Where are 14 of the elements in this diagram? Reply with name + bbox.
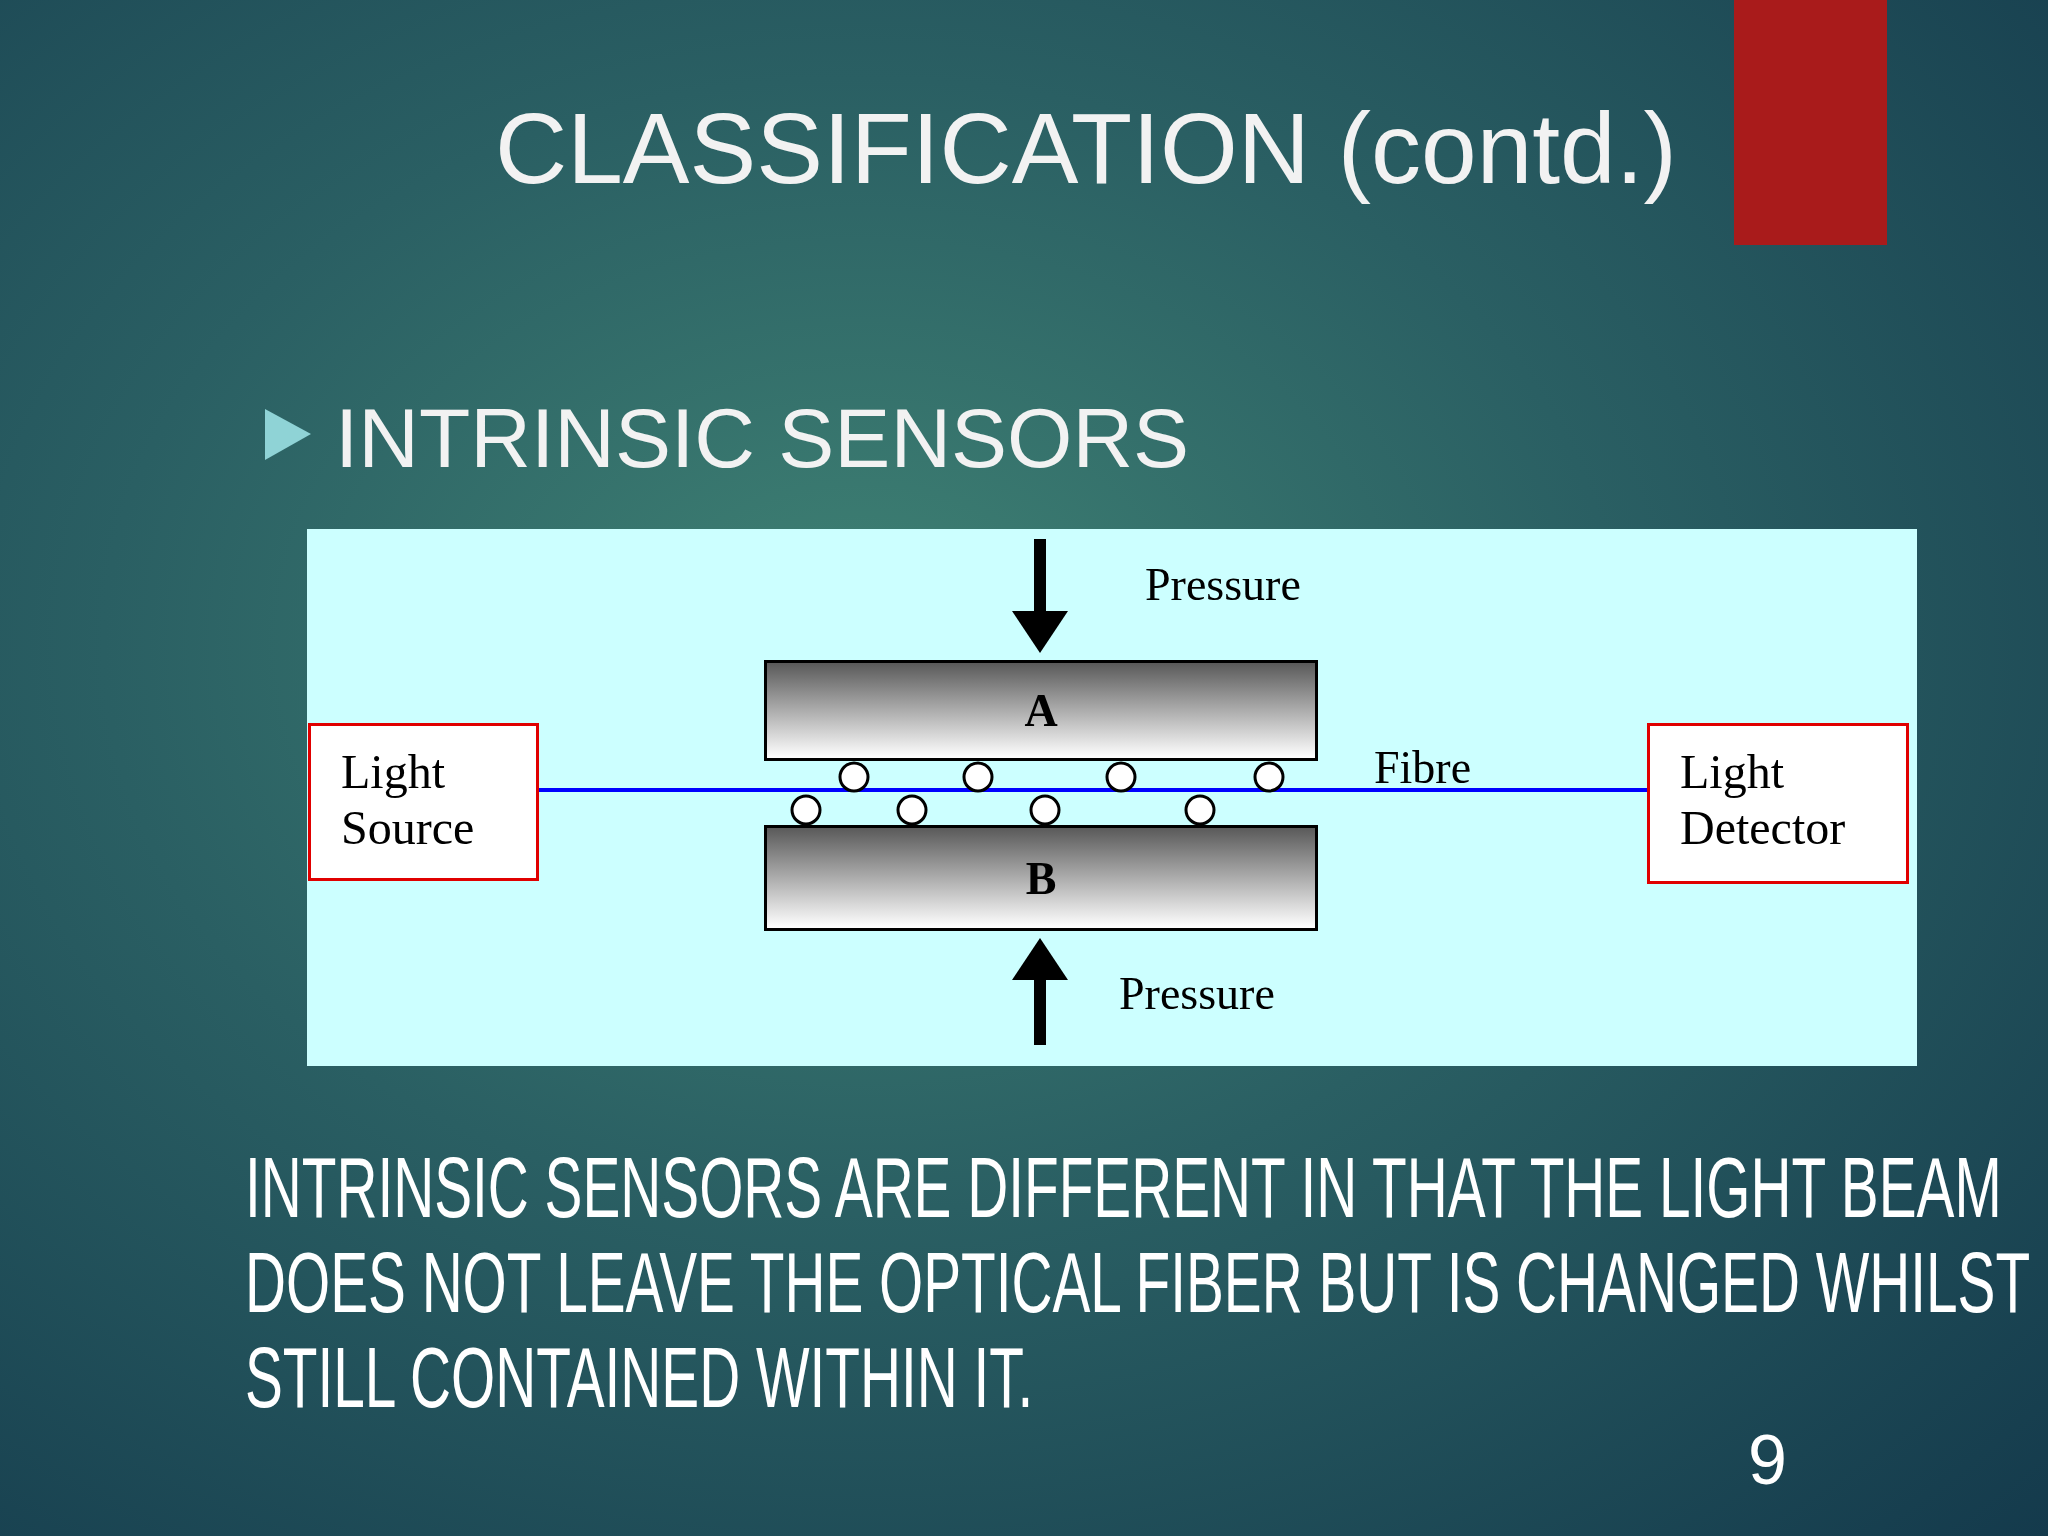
pressure-label: Pressure [1145, 558, 1301, 611]
pressure-plate [764, 660, 1318, 761]
box-label: Light Detector [1680, 745, 1846, 854]
plate-letter: B [1025, 851, 1057, 905]
bullet-heading: INTRINSIC SENSORS [335, 390, 1190, 487]
fibre-line [539, 788, 1647, 792]
light-source-box [308, 723, 539, 881]
edge-label: Fibre [1374, 741, 1472, 794]
plate-letter: A [1024, 684, 1058, 737]
pressure-plate [764, 825, 1318, 931]
slide-title: CLASSIFICATION (contd.) [495, 91, 1677, 206]
light-detector-box [1647, 723, 1909, 884]
pressure-label: Pressure [1119, 967, 1275, 1020]
box-label: Light Source [341, 745, 475, 854]
